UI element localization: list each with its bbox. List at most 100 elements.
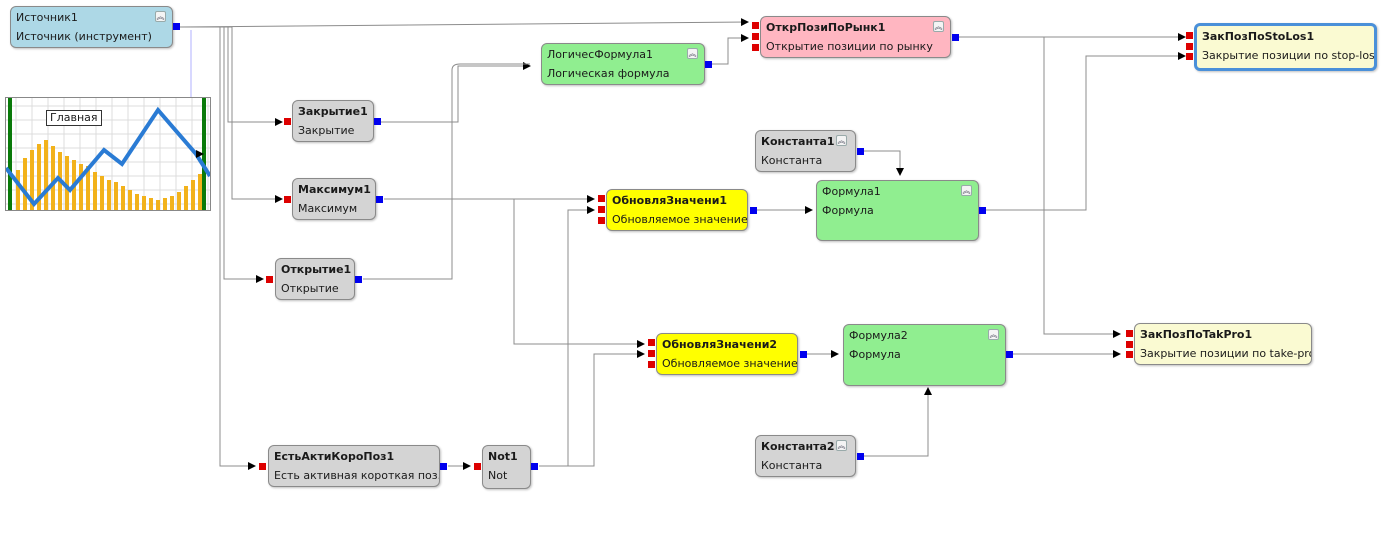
input-pin[interactable] [1126, 341, 1133, 348]
input-pin[interactable] [598, 206, 605, 213]
node-title: Закрытие1 [298, 105, 368, 118]
output-pin[interactable] [173, 23, 180, 30]
node-subtitle: Формула [822, 204, 874, 217]
input-pin[interactable] [284, 196, 291, 203]
collapse-icon[interactable]: ︽ [836, 440, 847, 451]
collapse-icon[interactable]: ︽ [687, 48, 698, 59]
wire-open-logic [363, 63, 530, 280]
node-formula1[interactable]: Формула1 Формула ︽ [816, 180, 979, 241]
input-pin[interactable] [598, 195, 605, 202]
node-title: ЗакПозПоTakPro1 [1140, 328, 1253, 341]
node-subtitle: Закрытие [298, 124, 355, 137]
chart-preview-graphic [4, 98, 212, 210]
input-pin[interactable] [752, 44, 759, 51]
output-pin[interactable] [376, 196, 383, 203]
node-logic-formula1[interactable]: ЛогичесФормула1 Логическая формула ︽ [541, 43, 705, 85]
node-subtitle: Константа [761, 459, 823, 472]
chart-legend-label: Главная [46, 110, 102, 126]
output-pin[interactable] [800, 351, 807, 358]
node-open1[interactable]: Открытие1 Открытие [275, 258, 355, 300]
input-pin[interactable] [1126, 330, 1133, 337]
node-has-short-position[interactable]: ЕстьАктиКороПоз1 Есть активная короткая … [268, 445, 440, 487]
output-pin[interactable] [857, 148, 864, 155]
input-pin[interactable] [752, 22, 759, 29]
node-subtitle: Формула [849, 348, 901, 361]
node-title: Not1 [488, 450, 518, 463]
node-subtitle: Закрытие позиции по stop-loss [1202, 49, 1377, 62]
node-title: Константа2 [761, 440, 835, 453]
node-close-take-profit[interactable]: ЗакПозПоTakPro1 Закрытие позиции по take… [1134, 323, 1312, 365]
node-subtitle: Not [488, 469, 508, 482]
node-title: ЛогичесФормула1 [547, 48, 654, 61]
node-formula2[interactable]: Формула2 Формула ︽ [843, 324, 1006, 386]
node-title: ЗакПозПоStoLos1 [1202, 30, 1315, 43]
node-title: Константа1 [761, 135, 835, 148]
node-title: Источник1 [16, 11, 78, 24]
collapse-icon[interactable]: ︽ [961, 185, 972, 196]
output-pin[interactable] [952, 34, 959, 41]
wire-formula1-stopLoss [986, 52, 1186, 211]
output-pin[interactable] [374, 118, 381, 125]
input-pin[interactable] [1186, 43, 1193, 50]
output-pin[interactable] [1006, 351, 1013, 358]
input-pin[interactable] [259, 463, 266, 470]
node-title: Формула1 [822, 185, 881, 198]
node-close1[interactable]: Закрытие1 Закрытие [292, 100, 374, 142]
node-not1[interactable]: Not1 Not [482, 445, 531, 489]
node-subtitle: Обновляемое значение [612, 213, 748, 226]
node-title: ОбновляЗначени1 [612, 194, 728, 207]
node-open-position-market[interactable]: ОткрПозиПоРынк1 Открытие позиции по рынк… [760, 16, 951, 58]
collapse-icon[interactable]: ︽ [933, 21, 944, 32]
wire-not-update1 [539, 206, 595, 467]
node-max1[interactable]: Максимум1 Максимум [292, 178, 376, 220]
collapse-icon[interactable]: ︽ [836, 135, 847, 146]
output-pin[interactable] [857, 453, 864, 460]
input-pin[interactable] [266, 276, 273, 283]
output-pin[interactable] [979, 207, 986, 214]
node-update-value1[interactable]: ОбновляЗначени1 Обновляемое значение [606, 189, 748, 231]
node-title: Максимум1 [298, 183, 371, 196]
node-source1[interactable]: Источник1 Источник (инструмент) ︽ [10, 6, 173, 48]
wire-close-logic [381, 62, 531, 123]
node-const1[interactable]: Константа1 Константа ︽ [755, 130, 856, 172]
input-pin[interactable] [1126, 351, 1133, 358]
input-pin[interactable] [284, 118, 291, 125]
wire-max-update2 [384, 198, 645, 348]
wire-logic-openMarket [712, 34, 749, 65]
wire-const2-formula2 [863, 387, 932, 457]
node-close-stop-loss[interactable]: ЗакПозПоStoLos1 Закрытие позиции по stop… [1194, 23, 1377, 71]
node-subtitle: Открытие позиции по рынку [766, 40, 933, 53]
node-const2[interactable]: Константа2 Константа ︽ [755, 435, 856, 477]
node-subtitle: Есть активная короткая поз. [274, 469, 440, 482]
node-title: ЕстьАктиКороПоз1 [274, 450, 395, 463]
input-pin[interactable] [648, 350, 655, 357]
node-subtitle: Обновляемое значение [662, 357, 798, 370]
node-subtitle: Логическая формула [547, 67, 670, 80]
input-pin[interactable] [1186, 32, 1193, 39]
input-pin[interactable] [648, 339, 655, 346]
chart-preview-panel[interactable]: Главная [4, 97, 212, 211]
output-pin[interactable] [705, 61, 712, 68]
node-subtitle: Закрытие позиции по take-profit [1140, 347, 1312, 360]
node-subtitle: Открытие [281, 282, 339, 295]
node-title: Формула2 [849, 329, 908, 342]
node-title: ОбновляЗначени2 [662, 338, 778, 351]
collapse-icon[interactable]: ︽ [988, 329, 999, 340]
input-pin[interactable] [1186, 53, 1193, 60]
input-pin[interactable] [598, 217, 605, 224]
output-pin[interactable] [750, 207, 757, 214]
output-pin[interactable] [531, 463, 538, 470]
input-pin[interactable] [474, 463, 481, 470]
wire-openMarket-takeProfit [958, 36, 1121, 338]
input-pin[interactable] [648, 361, 655, 368]
collapse-icon[interactable]: ︽ [155, 11, 166, 22]
input-pin[interactable] [752, 33, 759, 40]
node-subtitle: Источник (инструмент) [16, 30, 152, 43]
wire-not-update2 [539, 350, 645, 467]
output-pin[interactable] [440, 463, 447, 470]
output-pin[interactable] [355, 276, 362, 283]
wire-source-openMarket [179, 18, 749, 28]
node-update-value2[interactable]: ОбновляЗначени2 Обновляемое значение [656, 333, 798, 375]
node-subtitle: Константа [761, 154, 823, 167]
